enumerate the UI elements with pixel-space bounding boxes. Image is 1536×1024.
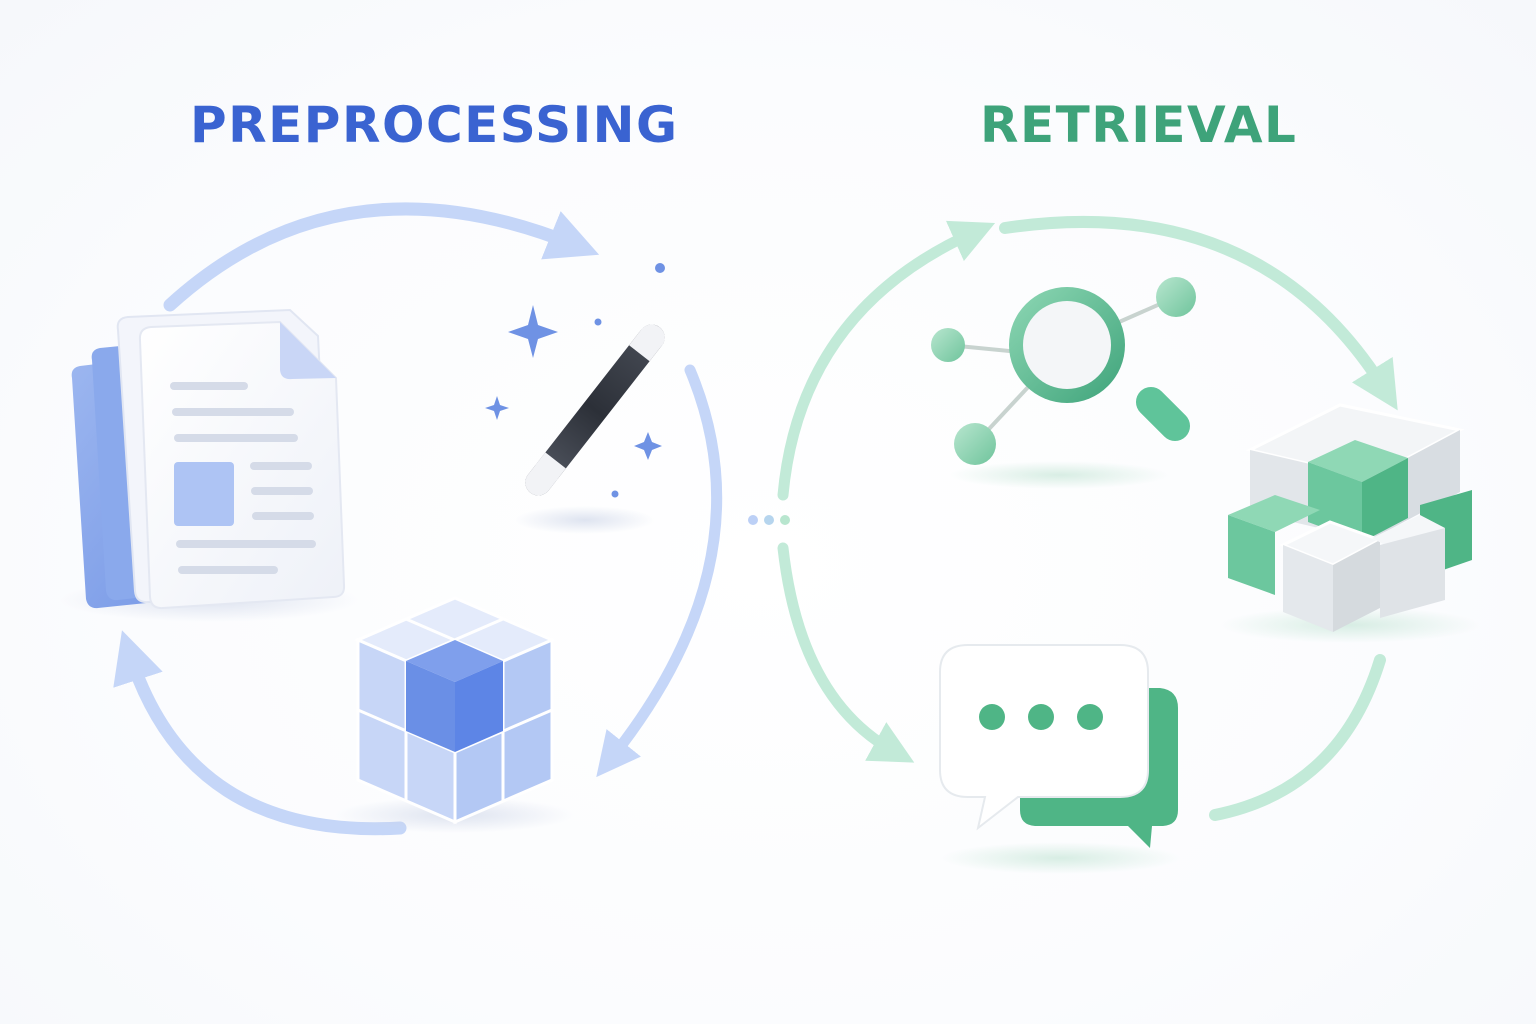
cube-cluster-icon [1220,403,1480,643]
preprocessing-title: PREPROCESSING [190,96,679,154]
arrow-top-right [999,216,1398,411]
arrow-right [596,364,723,778]
magic-wand-icon [485,263,665,534]
arrow-left-up [777,220,996,501]
search-network-icon [931,277,1196,489]
arrow-top-left [163,202,600,312]
arrow-bottom-right [1209,654,1386,821]
retrieval-title: RETRIEVAL [980,96,1298,154]
connector-dots [748,515,790,525]
chat-bubble-icon [939,644,1180,874]
document-stack-icon [60,308,360,622]
preprocessing-cycle-arrows [113,202,723,836]
cube-icon [335,596,575,833]
arrow-bottom-left [113,630,407,836]
retrieval-cycle-arrows [777,216,1398,821]
arrow-left-down [777,542,915,763]
